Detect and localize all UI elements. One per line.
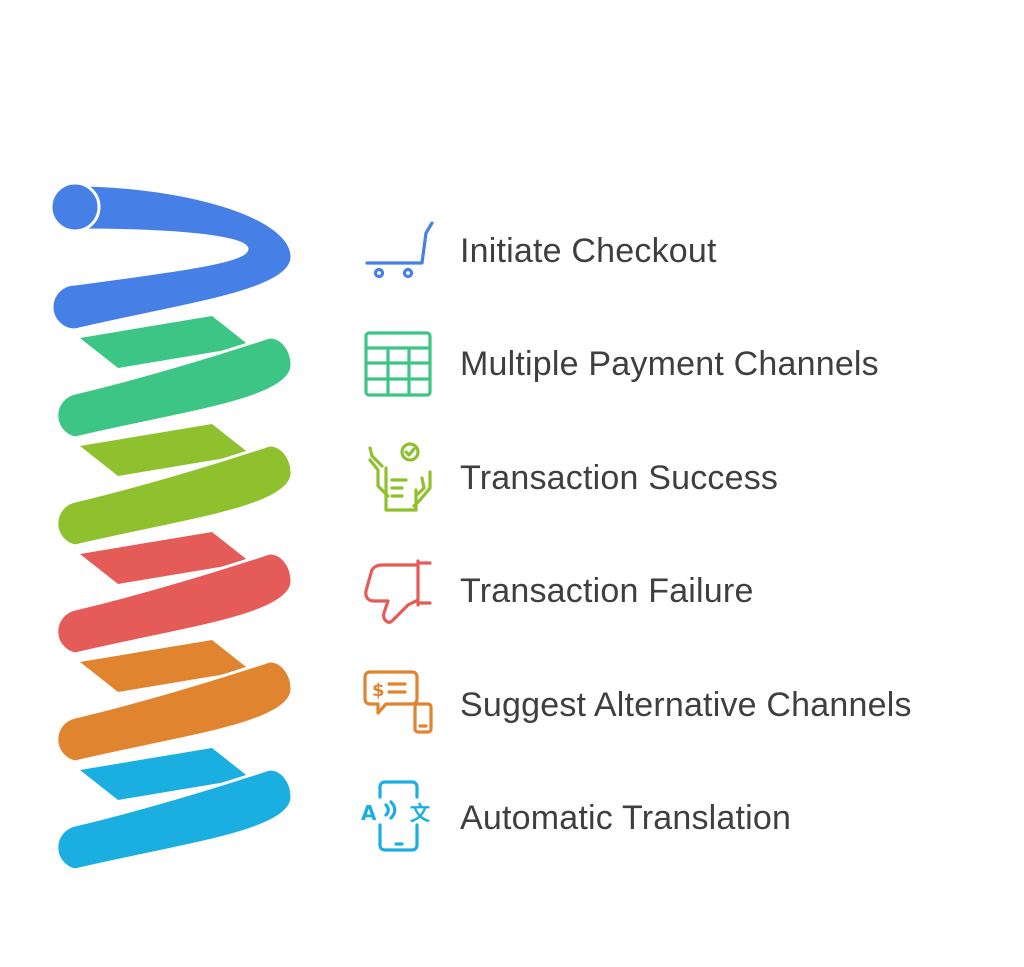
step-label-2: Multiple Payment Channels (460, 345, 879, 383)
step-label-6: Automatic Translation (460, 799, 792, 837)
step-label-3: Transaction Success (460, 459, 779, 497)
svg-text:A: A (361, 801, 377, 825)
spiral-start-cap (49, 181, 101, 233)
spiral-band-red (55, 551, 294, 656)
svg-text:文: 文 (410, 801, 431, 825)
step-label-5: Suggest Alternative Channels (460, 686, 912, 724)
phone-translation-icon: A 文 (361, 780, 431, 852)
spiral-back-strip-2 (80, 316, 250, 368)
payment-message-phone-icon: $ (363, 670, 433, 734)
spiral-band-green (55, 335, 294, 440)
step-label-4: Transaction Failure (460, 572, 754, 610)
spiral-back-strip-6 (80, 748, 250, 800)
spiral-back-strip-5 (80, 640, 250, 692)
spiral-band-lime (55, 443, 294, 548)
grid-table-icon (364, 331, 432, 397)
spiral-back-strip-3 (80, 424, 250, 476)
svg-text:$: $ (372, 680, 385, 701)
spiral-back-strip-4 (80, 532, 250, 584)
step-label-1: Initiate Checkout (460, 232, 717, 270)
approved-document-icon (368, 442, 432, 512)
thumbs-down-icon (364, 559, 432, 624)
spiral-band-blue (50, 183, 294, 332)
spiral-band-cyan (55, 767, 294, 872)
spiral-band-orange (55, 659, 294, 764)
shopping-cart-icon (365, 221, 434, 279)
